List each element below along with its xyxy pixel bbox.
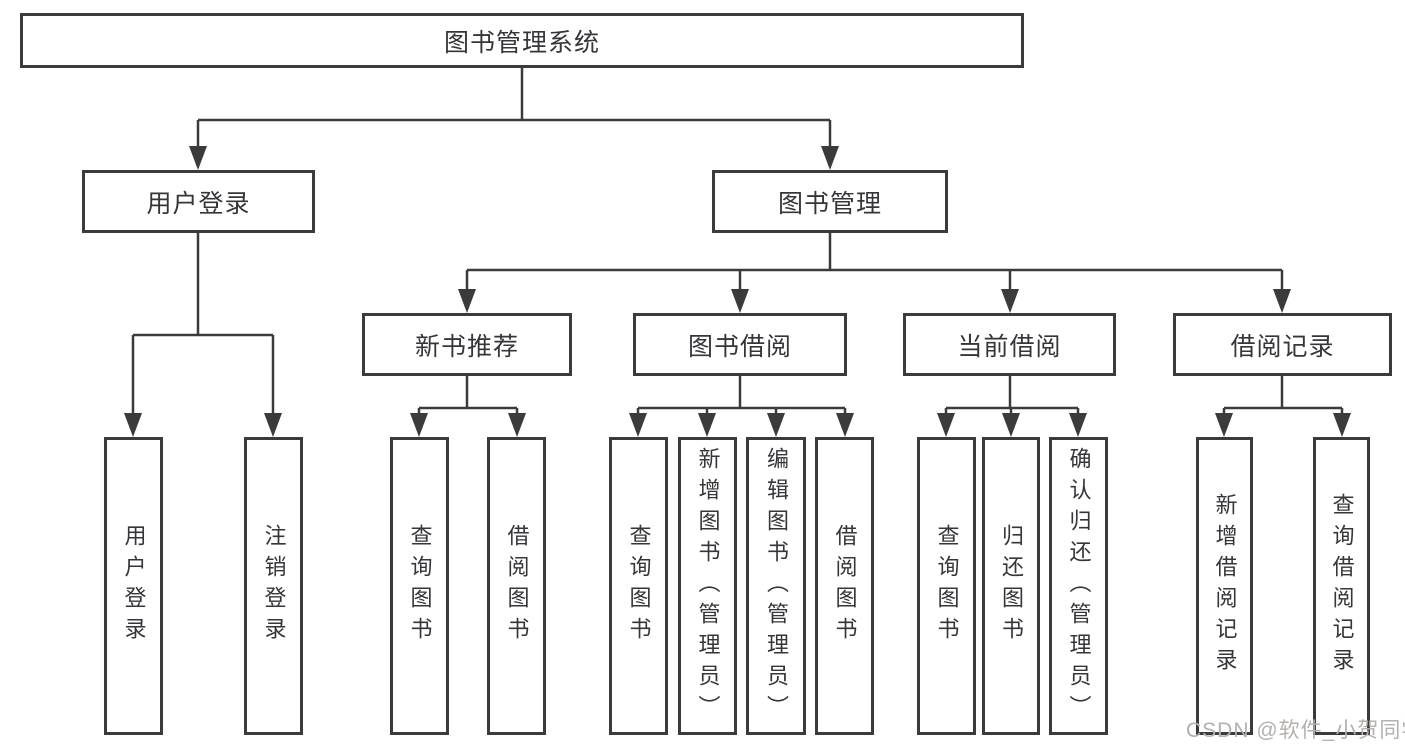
leaf-label: 注销登录 [261,524,287,648]
node-new-book-recommend: 新书推荐 [362,313,572,376]
leaf-label: 编辑图书（管理员） [764,446,789,726]
arrowheads [124,146,1351,437]
node-label: 图书管理系统 [443,28,600,57]
node-borrowing-records: 借阅记录 [1173,313,1392,376]
leaf-confirm-return-admin: 确认归还（管理员） [1049,437,1108,735]
leaf-label: 查询图书 [407,524,433,648]
leaf-query-books-current: 查询图书 [917,437,976,735]
leaf-query-books-recommend: 查询图书 [390,437,449,735]
node-label: 图书借阅 [687,332,792,361]
leaf-label: 借阅图书 [504,524,530,648]
node-user-login: 用户登录 [82,170,315,233]
node-book-borrowing: 图书借阅 [633,313,847,376]
leaf-label: 用户登录 [121,524,147,648]
leaf-borrow-books-recommend: 借阅图书 [487,437,546,735]
leaf-add-borrow-record: 新增借阅记录 [1196,437,1253,735]
leaf-logout: 注销登录 [244,437,303,735]
leaf-label: 借阅图书 [832,524,858,648]
leaf-edit-books-admin: 编辑图书（管理员） [746,437,806,735]
node-label: 新书推荐 [414,332,519,361]
leaf-add-books-admin: 新增图书（管理员） [678,437,737,735]
node-book-management: 图书管理 [712,170,948,233]
node-label: 用户登录 [146,189,251,218]
node-label: 当前借阅 [957,332,1062,361]
node-library-system: 图书管理系统 [20,13,1024,68]
node-label: 借阅记录 [1230,332,1335,361]
leaf-label: 查询图书 [626,524,652,648]
leaf-borrow-books: 借阅图书 [815,437,874,735]
leaf-label: 新增图书（管理员） [695,446,721,726]
leaf-label: 新增借阅记录 [1212,493,1238,679]
csdn-watermark: CSDN @软件_小贺同学 [1186,719,1405,742]
node-label: 图书管理 [777,189,882,218]
leaf-query-borrow-record: 查询借阅记录 [1313,437,1370,735]
node-current-borrowing: 当前借阅 [903,313,1116,376]
leaf-user-login: 用户登录 [104,437,163,735]
leaf-label: 归还图书 [999,524,1024,648]
leaf-label: 查询图书 [934,524,960,648]
leaf-label: 确认归还（管理员） [1066,446,1092,726]
leaf-return-books: 归还图书 [982,437,1040,735]
leaf-query-books-borrowing: 查询图书 [609,437,668,735]
leaf-label: 查询借阅记录 [1329,493,1355,679]
